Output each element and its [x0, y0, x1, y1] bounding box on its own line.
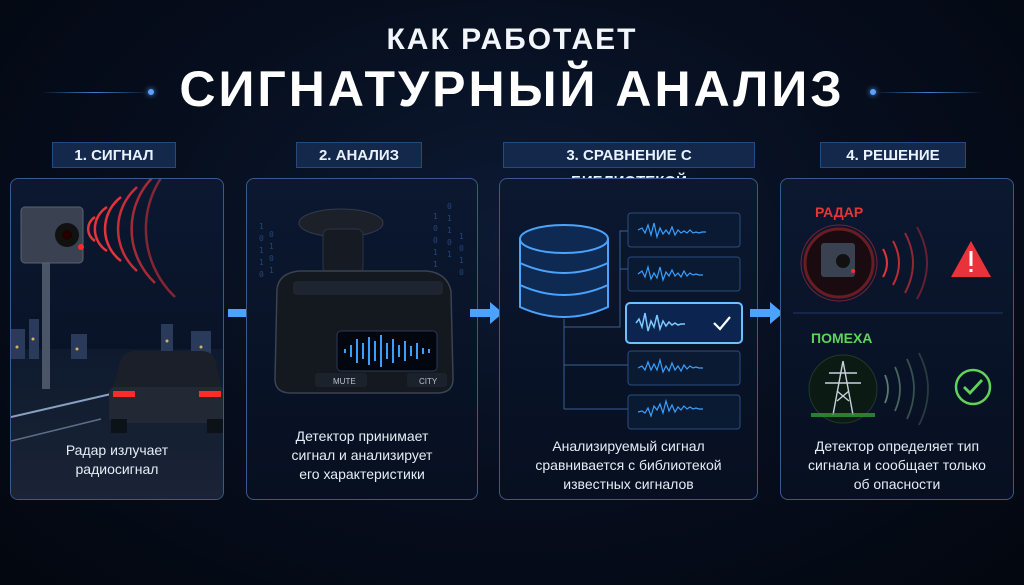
title-line-2: СИГНАТУРНЫЙ АНАЛИЗ	[179, 61, 845, 117]
svg-text:1: 1	[459, 256, 464, 265]
svg-text:0: 0	[269, 254, 274, 263]
waveform-display	[344, 335, 430, 367]
city-button	[407, 373, 447, 387]
suction-mount	[298, 208, 384, 274]
step-3-caption-line: сравнивается с библиотекой	[535, 457, 722, 473]
svg-text:1: 1	[433, 248, 438, 257]
svg-text:0: 0	[459, 244, 464, 253]
radar-detector-icon	[274, 270, 454, 394]
svg-text:0: 0	[447, 202, 452, 211]
title-decor-left-line	[40, 92, 150, 93]
title-decor-right-line	[874, 92, 984, 93]
panel-signal: Радар излучает радиосигнал	[10, 178, 224, 500]
arrow-right-icon	[750, 302, 783, 324]
mute-button-label: MUTE	[333, 377, 356, 386]
svg-text:1: 1	[269, 242, 274, 251]
svg-text:0: 0	[459, 268, 464, 277]
radar-label: РАДАР	[815, 204, 863, 220]
svg-text:0: 0	[447, 238, 452, 247]
step-1-label: 1. СИГНАЛ	[52, 142, 176, 168]
radar-waves	[86, 179, 176, 298]
title-decor-right-dot	[870, 89, 876, 95]
speed-camera-icon	[20, 206, 84, 264]
title-line-1: КАК РАБОТАЕТ	[386, 23, 638, 56]
title-decor-left-dot	[148, 89, 154, 95]
library-connectors	[563, 230, 628, 410]
svg-text:1: 1	[459, 232, 464, 241]
mute-button	[315, 373, 367, 387]
city-button-label: CITY	[419, 377, 438, 386]
panel-decision: РАДАР ПОМЕХА	[780, 178, 1014, 500]
step-1-caption-line: радиосигнал	[75, 461, 159, 477]
title-block: КАК РАБОТАЕТ СИГНАТУРНЫЙ АНАЛИЗ	[0, 22, 1024, 118]
svg-text:0: 0	[259, 270, 264, 279]
checkmark-icon	[713, 316, 731, 331]
step-4-caption-line: сигнала и сообщает только	[808, 457, 986, 473]
arrow-right-icon	[470, 302, 503, 324]
noise-waves	[884, 352, 929, 426]
step-3-label: 3. СРАВНЕНИЕ С БИБЛИОТЕКОЙ	[503, 142, 755, 190]
step-4-caption: Детектор определяет тип сигнала и сообща…	[781, 437, 1013, 494]
database-icon	[519, 224, 609, 318]
step-2-caption: Детектор принимает сигнал и анализирует …	[247, 427, 477, 484]
library-signal-card-matched	[625, 302, 743, 344]
svg-text:1: 1	[447, 214, 452, 223]
step-4-caption-line: об опасности	[853, 476, 941, 492]
camera-pole	[42, 259, 50, 389]
svg-text:1: 1	[259, 258, 264, 267]
svg-text:0: 0	[259, 234, 264, 243]
library-signal-card	[627, 350, 741, 386]
radar-waves	[882, 226, 928, 300]
check-circle-icon	[954, 368, 992, 406]
power-tower-icon	[808, 354, 878, 424]
library-signal-card	[627, 212, 741, 248]
svg-text:0: 0	[433, 224, 438, 233]
svg-text:1: 1	[269, 266, 274, 275]
noise-label: ПОМЕХА	[811, 330, 872, 346]
decision-scene: РАДАР ПОМЕХА	[793, 204, 1003, 426]
step-3-caption-line: Анализируемый сигнал	[552, 438, 705, 454]
step-1-caption: Радар излучает радиосигнал	[11, 441, 223, 479]
step-2-caption-line: сигнал и анализирует	[291, 447, 433, 463]
step-3-caption-line: известных сигналов	[563, 476, 694, 492]
step-4-label: 4. РЕШЕНИЕ	[820, 142, 966, 168]
panel-library: Анализируемый сигнал сравнивается с библ…	[499, 178, 758, 500]
library-signal-card	[627, 256, 741, 292]
svg-text:0: 0	[269, 230, 274, 239]
step-1-caption-line: Радар излучает	[65, 442, 169, 458]
car-icon	[109, 351, 223, 433]
svg-text:0: 0	[433, 236, 438, 245]
library-scene	[519, 212, 743, 430]
step-2-caption-line: его характеристики	[299, 466, 425, 482]
signal-scene	[11, 179, 223, 499]
svg-text:1: 1	[259, 222, 264, 231]
library-signal-card	[627, 394, 741, 430]
svg-text:1: 1	[259, 246, 264, 255]
warning-icon	[951, 241, 991, 277]
svg-text:1: 1	[447, 250, 452, 259]
step-3-caption: Анализируемый сигнал сравнивается с библ…	[500, 437, 757, 494]
radar-camera-badge	[800, 224, 878, 302]
svg-text:1: 1	[433, 260, 438, 269]
step-2-caption-line: Детектор принимает	[295, 428, 429, 444]
svg-text:1: 1	[447, 226, 452, 235]
svg-text:1: 1	[433, 212, 438, 221]
step-2-label: 2. АНАЛИЗ	[296, 142, 422, 168]
step-4-caption-line: Детектор определяет тип	[814, 438, 980, 454]
